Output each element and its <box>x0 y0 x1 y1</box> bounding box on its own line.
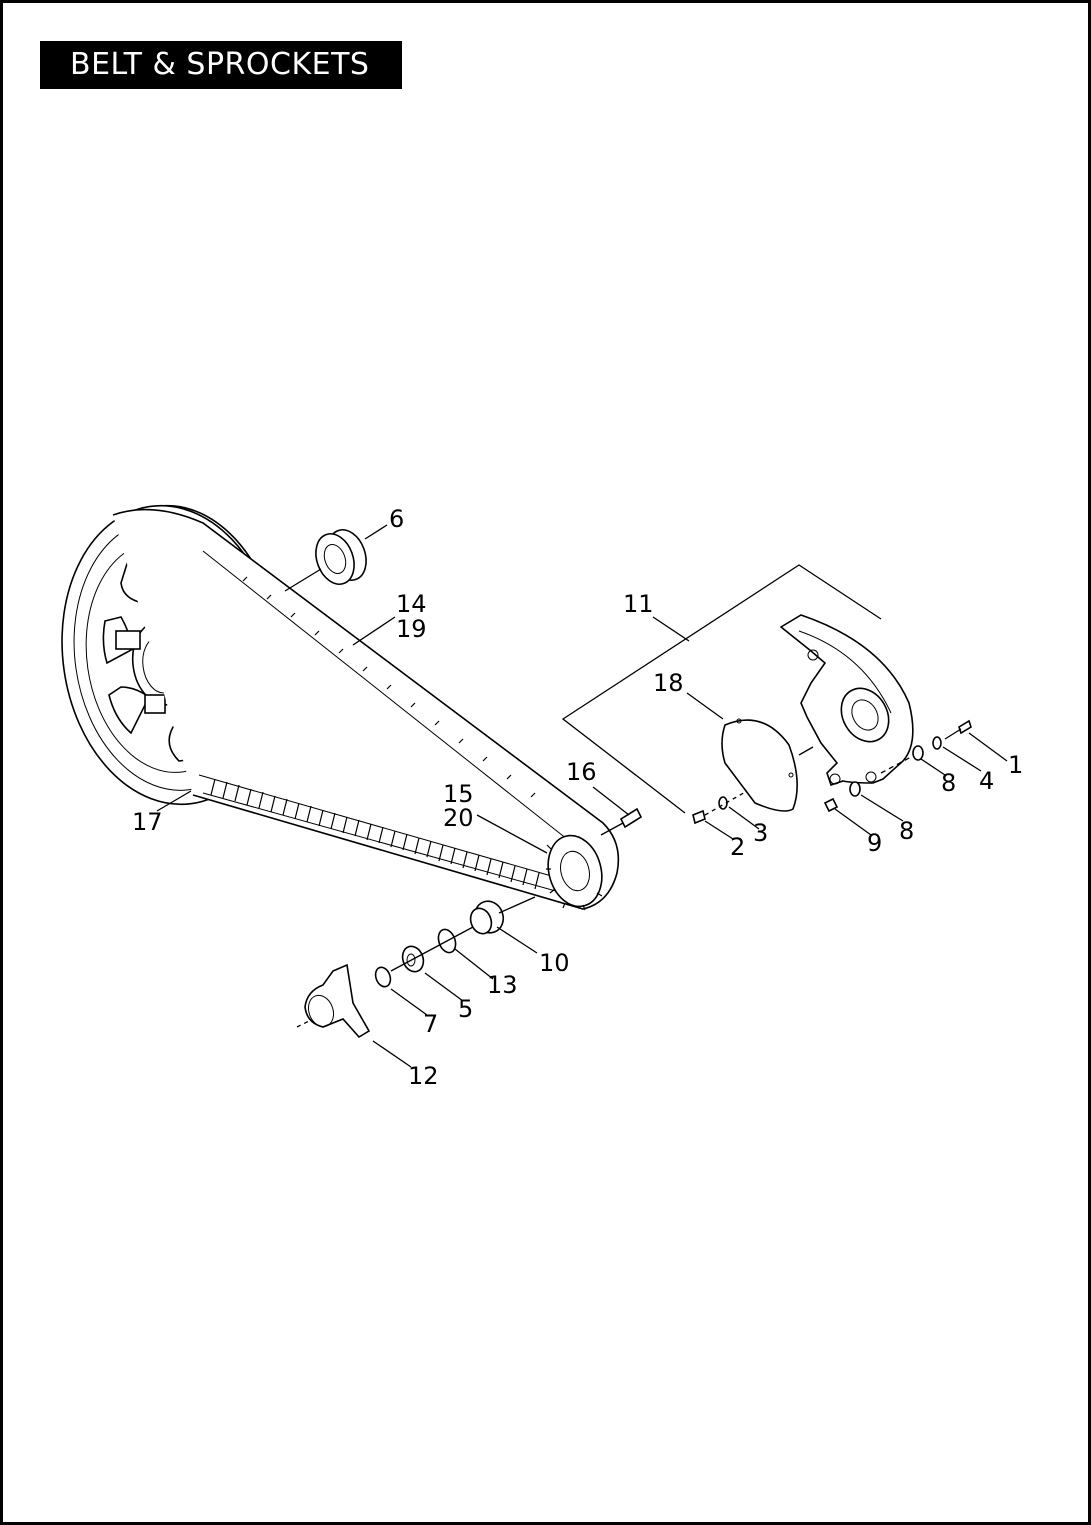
callout-19: 19 <box>396 615 427 643</box>
page-title: BELT & SPROCKETS <box>40 41 402 89</box>
cover-plate-drawing <box>721 718 798 812</box>
callout-16: 16 <box>566 758 597 786</box>
idler-bearing-drawing <box>284 529 367 592</box>
callout-11: 11 <box>623 590 654 618</box>
leader-lines <box>156 524 1008 1068</box>
callout-5: 5 <box>458 995 473 1023</box>
assembly-bracket-11 <box>561 564 882 814</box>
callout-8-lower: 8 <box>899 817 914 845</box>
callout-20: 20 <box>443 804 474 832</box>
callout-17: 17 <box>132 808 163 836</box>
exploded-parts-diagram: 6 14 19 11 18 16 1 8 4 15 20 17 3 2 8 9 … <box>61 504 1023 1090</box>
callout-9: 9 <box>867 829 882 857</box>
callout-3: 3 <box>753 819 768 847</box>
callout-1: 1 <box>1008 751 1023 779</box>
callout-18: 18 <box>653 669 684 697</box>
belt-guard-drawing <box>779 614 914 787</box>
callout-6: 6 <box>389 505 404 533</box>
callout-12: 12 <box>408 1062 439 1090</box>
callout-10: 10 <box>539 949 570 977</box>
callout-8-upper: 8 <box>941 769 956 797</box>
callout-13: 13 <box>487 971 518 999</box>
callout-2: 2 <box>730 833 745 861</box>
callout-14: 14 <box>396 590 427 618</box>
callout-labels: 6 14 19 11 18 16 1 8 4 15 20 17 3 2 8 9 … <box>132 505 1023 1090</box>
callout-7: 7 <box>423 1010 438 1038</box>
callout-15: 15 <box>443 780 474 808</box>
drive-belt-drawing <box>112 508 620 910</box>
transmission-sprocket-drawing <box>546 834 603 911</box>
hardware-drawings <box>296 719 972 1039</box>
callout-4: 4 <box>979 767 994 795</box>
